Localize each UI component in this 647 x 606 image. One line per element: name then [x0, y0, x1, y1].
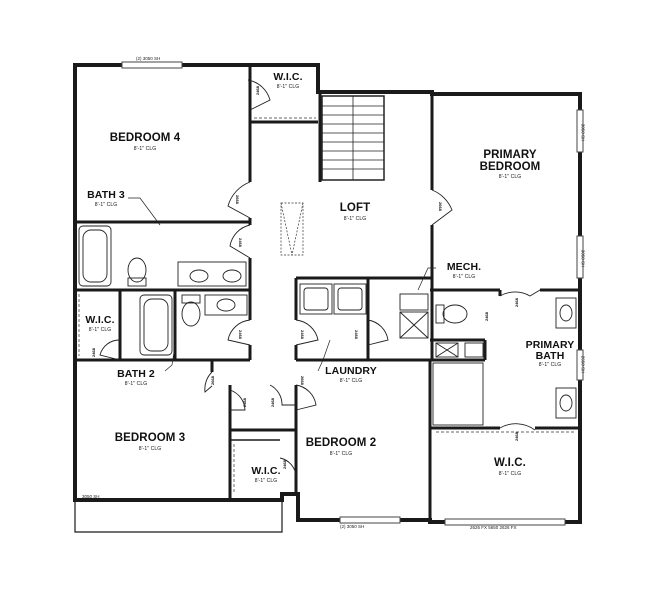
leaders: [128, 197, 436, 372]
door-label-bath3: 2468: [237, 238, 243, 247]
room-label-laundry: LAUNDRY 8'-1" CLG: [318, 366, 384, 384]
window-label-right-upper: 3050 SH: [580, 123, 586, 142]
ceiling-height: 8'-1" CLG: [138, 445, 162, 452]
ceiling-height: 8'-1" CLG: [498, 174, 522, 180]
ceiling-height: 8'-1" CLG: [339, 377, 363, 384]
window-label-right-middle: 3050 SH: [580, 249, 586, 268]
ceiling-height: 8'-1" CLG: [133, 145, 157, 152]
door-label-wic-top: 2468: [254, 86, 260, 95]
dryer: [333, 283, 367, 315]
bathtub-bath2: [139, 294, 173, 356]
room-name-line1: PRIMARY: [483, 149, 537, 161]
toilet-bath2: [181, 301, 201, 327]
room-label-bedroom3: BEDROOM 3 8'-1" CLG: [105, 432, 195, 452]
room-label-loft: LOFT 8'-1" CLG: [325, 202, 385, 222]
room-label-bath3: BATH 3 8'-1" CLG: [76, 190, 136, 208]
shelving: [78, 117, 576, 494]
sink-primary-upper: [555, 297, 577, 329]
room-label-primary-bath: PRIMARY BATH 8'-1" CLG: [518, 340, 582, 368]
room-name: MECH.: [446, 261, 482, 273]
door-label-laundry: 2468: [299, 330, 305, 339]
room-label-bedroom2: BEDROOM 2 8'-1" CLG: [296, 437, 386, 457]
room-name: W.I.C.: [494, 457, 526, 469]
door-label-hall-2: 2468: [269, 398, 275, 407]
ceiling-height: 8'-1" CLG: [329, 450, 353, 457]
room-label-wic-primary: W.I.C. 8'-1" CLG: [475, 457, 545, 477]
door-label-bedroom2: 2668: [299, 376, 305, 385]
room-label-mech: MECH. 8'-1" CLG: [436, 262, 492, 280]
window-label-right-bath: 2650 SH: [580, 355, 586, 374]
door-label-wic-primary: 2468: [513, 432, 519, 441]
toilet-primary: [442, 304, 468, 324]
door-swings: [99, 79, 541, 477]
room-label-wic-top: W.I.C. 8'-1" CLG: [258, 72, 318, 90]
door-label-mech: 2468: [353, 330, 359, 339]
door-label-bath2: 2468: [237, 330, 243, 339]
ceiling-height: 8'-1" CLG: [88, 326, 112, 333]
door-label-wic-bottom: 2468: [281, 460, 287, 469]
ceiling-height: 8'-1" CLG: [538, 362, 562, 368]
water-heater: [399, 293, 429, 311]
ceiling-height: 8'-1" CLG: [276, 83, 300, 90]
room-name-line2: BATH: [535, 349, 565, 362]
bathtub-bath3: [78, 225, 112, 287]
room-name-line1: PRIMARY: [525, 339, 575, 351]
vanity-bath3: [177, 261, 247, 287]
attic-access: [280, 202, 304, 256]
sink-primary-lower: [555, 387, 577, 419]
window-label-bottom-center: (2) 3050 SH: [340, 524, 365, 529]
room-name: BEDROOM 2: [305, 437, 377, 449]
room-name: LOFT: [339, 202, 371, 214]
stairs: [321, 95, 385, 181]
shower-primary: [432, 362, 484, 426]
room-label-bath2: BATH 2 8'-1" CLG: [106, 369, 166, 387]
windows: [121, 61, 584, 526]
door-label-bedroom4: 2668: [234, 195, 240, 204]
room-label-primary-bedroom: PRIMARY BEDROOM 8'-1" CLG: [465, 149, 555, 180]
ceiling-height: 8'-1" CLG: [94, 201, 118, 208]
room-name: W.I.C.: [251, 465, 281, 477]
door-label-bedroom3: 2668: [209, 376, 215, 385]
ceiling-height: 8'-1" CLG: [124, 380, 148, 387]
ceiling-height: 8'-1" CLG: [452, 273, 476, 280]
door-label-wic-left: 2468: [90, 348, 96, 357]
room-label-wic-left: W.I.C. 8'-1" CLG: [78, 315, 122, 333]
ceiling-height: 8'-1" CLG: [343, 215, 367, 222]
room-name: W.I.C.: [85, 314, 115, 326]
door-label-hall-1: 2468: [241, 398, 247, 407]
room-name: LAUNDRY: [325, 365, 377, 377]
room-label-wic-bottom: W.I.C. 8'-1" CLG: [238, 466, 294, 484]
window-label-top-left: (2) 3050 SH: [136, 56, 161, 61]
room-name-line2: BEDROOM: [479, 160, 541, 173]
room-label-bedroom4: BEDROOM 4 8'-1" CLG: [100, 132, 190, 152]
room-name: BATH 2: [117, 368, 155, 380]
door-label-wc: 2468: [483, 312, 489, 321]
vanity-bath2: [204, 294, 248, 316]
window-label-bottom-left: 3050 SH: [82, 494, 100, 499]
door-label-primary-bath: 2468: [513, 298, 519, 307]
linen: [435, 342, 459, 358]
room-name: BEDROOM 3: [114, 432, 186, 444]
room-name: BATH 3: [87, 189, 125, 201]
room-name: W.I.C.: [273, 71, 303, 83]
washer: [299, 283, 333, 315]
window-label-bottom-right: 2626 FX 5650 2626 FX: [470, 525, 517, 530]
exterior-wall: [74, 499, 283, 533]
ceiling-height: 8'-1" CLG: [498, 470, 522, 477]
room-name: BEDROOM 4: [109, 132, 181, 144]
toilet-bath3: [127, 257, 147, 283]
door-label-primary-bedroom: 2668: [437, 202, 443, 211]
furnace: [399, 311, 429, 339]
ceiling-height: 8'-1" CLG: [254, 477, 278, 484]
